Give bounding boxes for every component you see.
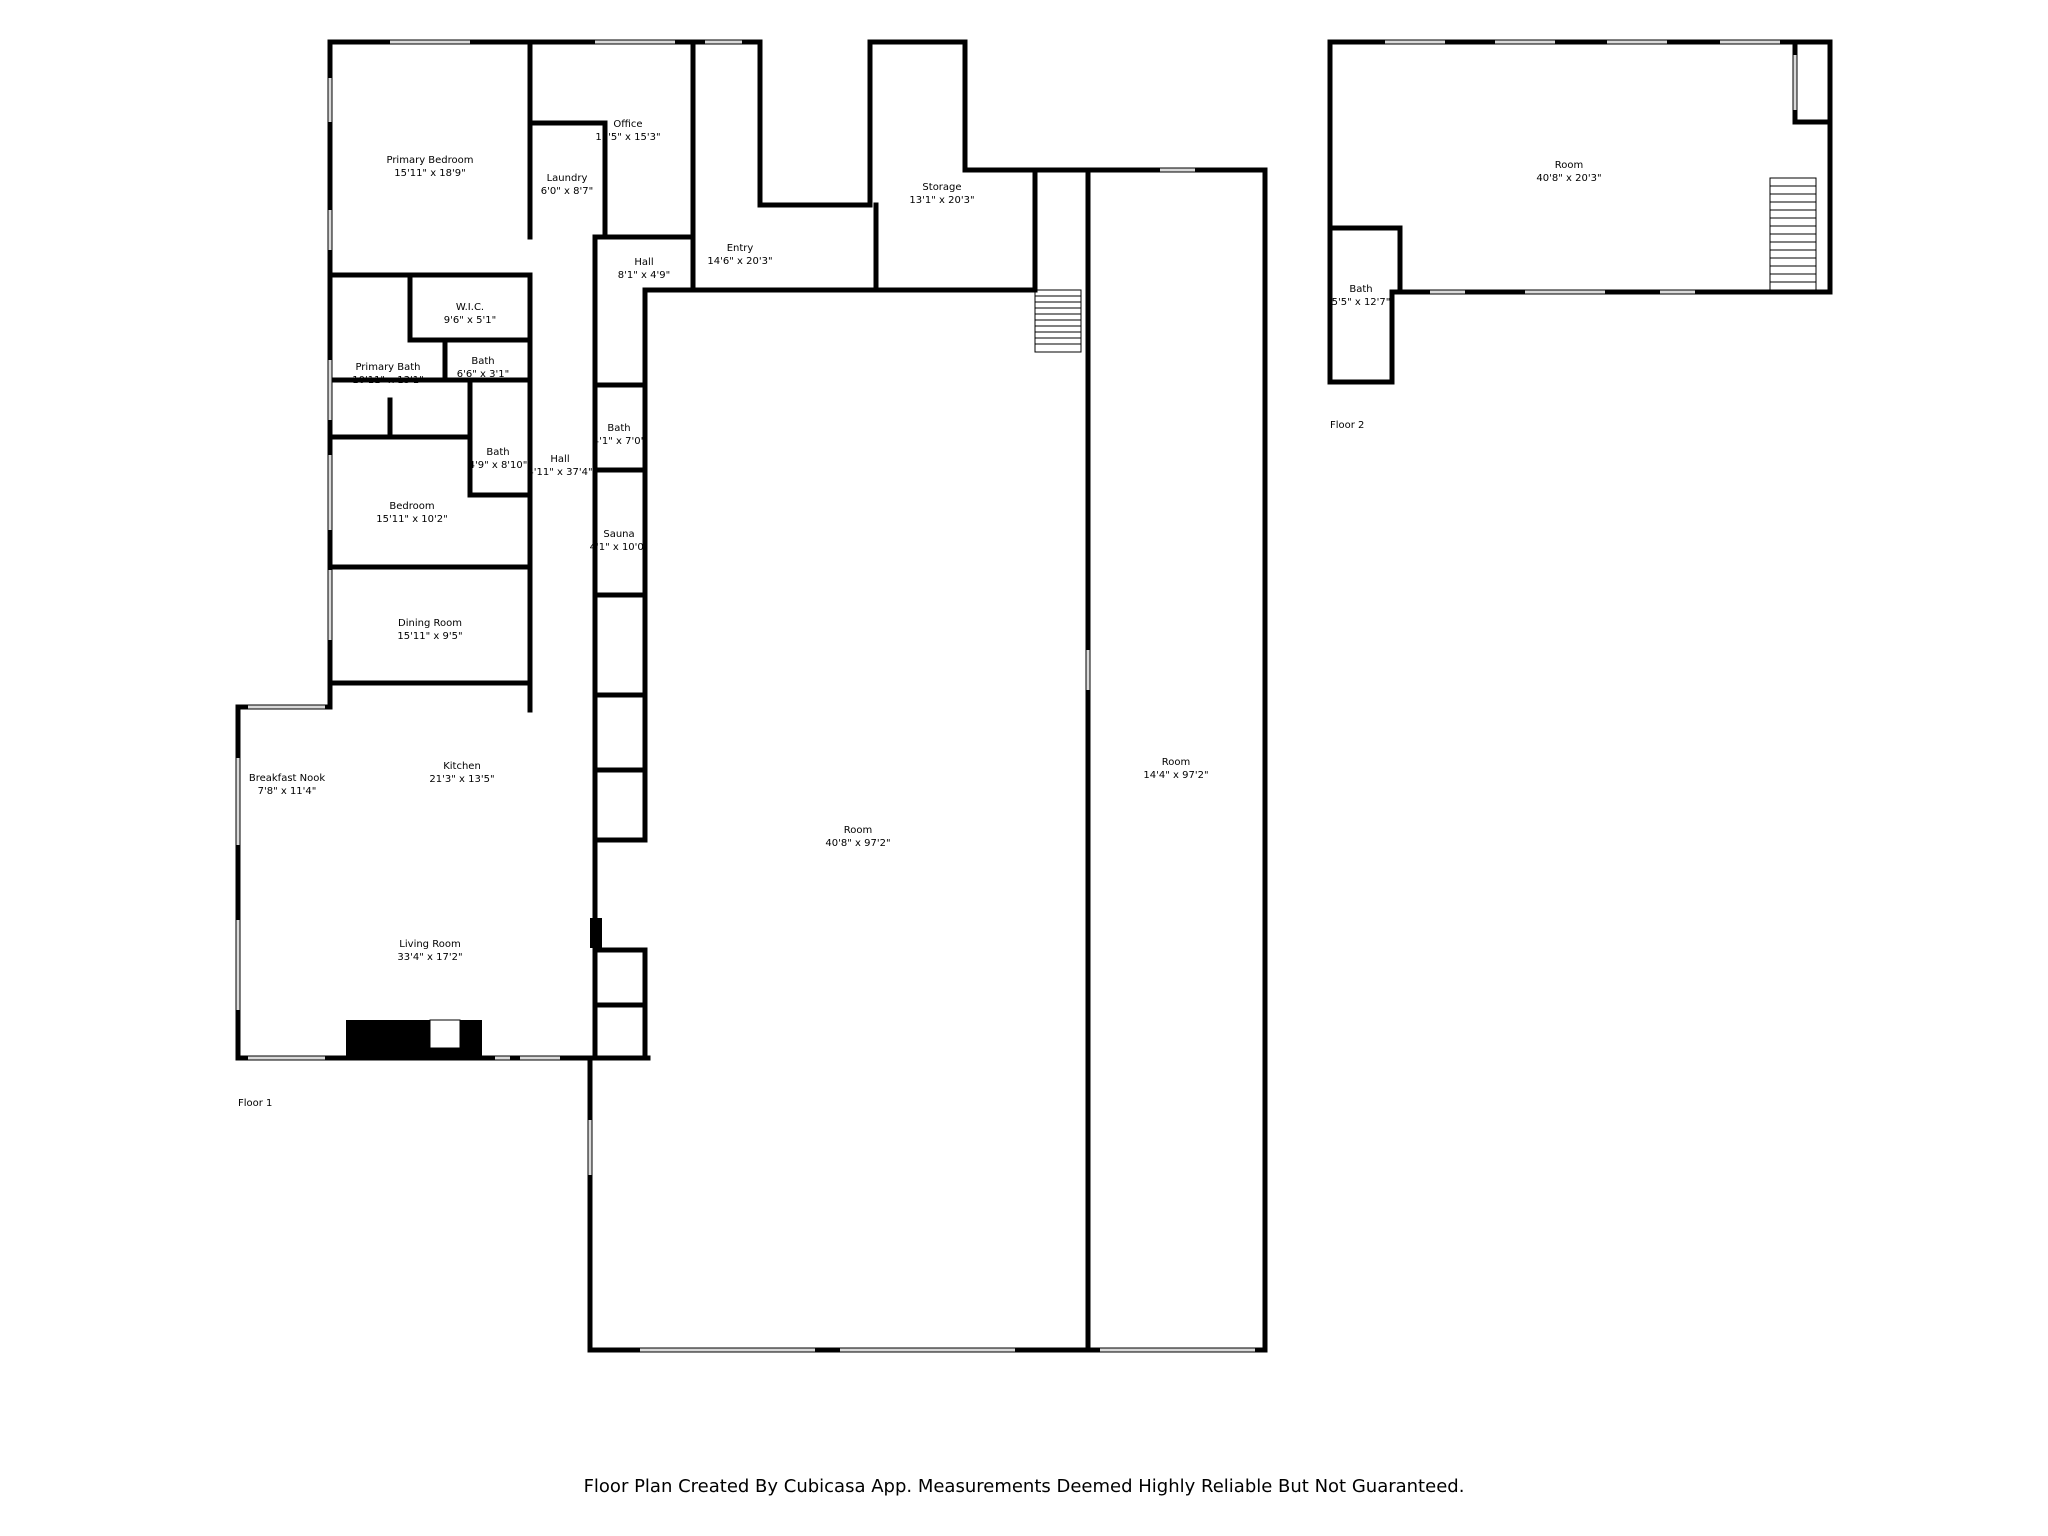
room-name: Breakfast Nook (249, 773, 325, 784)
room-name: Dining Room (398, 618, 462, 629)
room-dim: 14'4" x 97'2" (1143, 770, 1208, 781)
fireplace (346, 1020, 482, 1056)
room-dim: 13'5" x 15'3" (595, 132, 660, 143)
room-name: Room (1162, 757, 1190, 768)
room-name: Office (613, 119, 642, 130)
room-name: Storage (922, 182, 961, 193)
room-name: Primary Bath (355, 362, 420, 373)
room-dim: 15'11" x 10'2" (376, 514, 448, 525)
room-name: Bath (607, 423, 630, 434)
room-name: Bath (471, 356, 494, 367)
room-dim: 10'11" x 13'1" (352, 375, 424, 386)
room-name: Bath (486, 447, 509, 458)
windows (236, 40, 1797, 1352)
room-dim: 4'1" x 10'0" (590, 542, 649, 553)
room-name: Living Room (399, 939, 460, 950)
staircase-floor1 (1034, 289, 1082, 353)
footer-disclaimer: Floor Plan Created By Cubicasa App. Meas… (583, 1476, 1465, 1497)
room-dim: 15'11" x 18'9" (394, 168, 466, 179)
floor-label: Floor 1 (238, 1098, 272, 1109)
staircase-floor2 (1769, 177, 1817, 291)
room-name: Room (844, 825, 872, 836)
room-name: Room (1555, 160, 1583, 171)
room-name: Kitchen (443, 761, 481, 772)
room-dim: 4'1" x 7'0" (593, 436, 645, 447)
room-name: W.I.C. (456, 302, 484, 313)
room-dim: 40'8" x 97'2" (825, 838, 890, 849)
room-dim: 13'1" x 20'3" (909, 195, 974, 206)
room-dim: 4'9" x 8'10" (469, 460, 528, 471)
room-dim: 6'0" x 8'7" (541, 186, 593, 197)
room-name: Laundry (547, 173, 588, 184)
floor-label: Floor 2 (1330, 420, 1364, 431)
room-dim: 8'1" x 4'9" (618, 270, 670, 281)
room-name: Primary Bedroom (386, 155, 473, 166)
room-dim: 14'6" x 20'3" (707, 256, 772, 267)
room-dim: 9'6" x 5'1" (444, 315, 496, 326)
room-name: Hall (634, 257, 653, 268)
room-dim: 5'5" x 12'7" (1332, 297, 1391, 308)
room-dim: 7'8" x 11'4" (258, 786, 317, 797)
room-dim: 6'6" x 3'1" (457, 369, 509, 380)
room-dim: 15'11" x 9'5" (397, 631, 462, 642)
fireplace-hearth (429, 1019, 461, 1049)
room-name: Bath (1349, 284, 1372, 295)
room-dim: 21'3" x 13'5" (429, 774, 494, 785)
room-dim: 33'4" x 17'2" (397, 952, 462, 963)
room-name: Bedroom (389, 501, 434, 512)
column (590, 918, 602, 948)
room-dim: 40'8" x 20'3" (1536, 173, 1601, 184)
room-dim: 4'11" x 37'4" (527, 467, 592, 478)
walls (235, 39, 1833, 1353)
room-name: Entry (727, 243, 754, 254)
room-name: Hall (550, 454, 569, 465)
room-name: Sauna (603, 529, 634, 540)
